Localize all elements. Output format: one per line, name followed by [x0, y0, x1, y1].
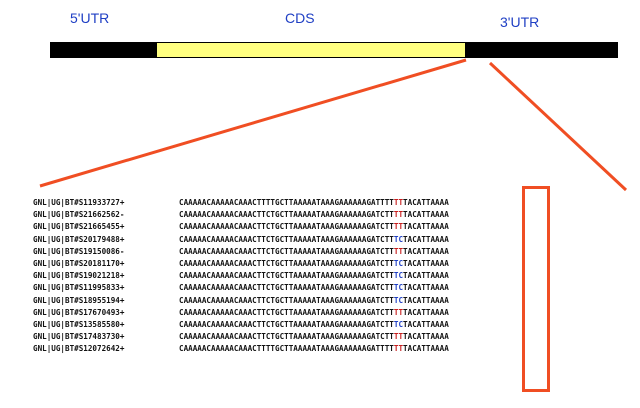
sequence-post: TACATTAAAA	[403, 234, 449, 244]
sequence-id: GNL|UG|BT#S20179488+	[33, 234, 125, 244]
sequence-post: TACATTAAAA	[403, 344, 449, 354]
sequence-pre: CAAAAACAAAAACAAACTTTTGCTTAAAAATAAAGAAAAA…	[179, 344, 394, 354]
polymorphic-site: TC	[393, 295, 404, 305]
alignment-row: GNL|UG|BT#S11933727+ CAAAAACAAAAACAAACTTT…	[33, 197, 633, 209]
sequence-pre: CAAAAACAAAAACAAACTTCTGCTTAAAAATAAAGAAAAA…	[179, 246, 394, 256]
sequence-post: TACATTAAAA	[403, 283, 449, 293]
gene-bar	[50, 42, 618, 58]
sequence-text: CAAAAACAAAAACAAACTTCTGCTTAAAAATAAAGAAAAA…	[179, 319, 449, 331]
sequence-pre: CAAAAACAAAAACAAACTTCTGCTTAAAAATAAAGAAAAA…	[179, 258, 394, 268]
sequence-id: GNL|UG|BT#S17670493+	[33, 307, 125, 317]
sequence-id: GNL|UG|BT#S19021218+	[33, 271, 125, 281]
sequence-pre: CAAAAACAAAAACAAACTTCTGCTTAAAAATAAAGAAAAA…	[179, 234, 394, 244]
alignment-row: GNL|UG|BT#S18955194+ CAAAAACAAAAACAAACTTC…	[33, 295, 633, 307]
zoom-line-left	[39, 58, 467, 188]
sequence-text: CAAAAACAAAAACAAACTTCTGCTTAAAAATAAAGAAAAA…	[179, 246, 449, 258]
polymorphic-site: TT	[393, 210, 404, 220]
alignment-row: GNL|UG|BT#S12072642+ CAAAAACAAAAACAAACTTT…	[33, 343, 633, 355]
polymorphic-site: TC	[393, 234, 404, 244]
label-5utr: 5'UTR	[70, 10, 110, 26]
label-cds: CDS	[285, 10, 315, 26]
sequence-text: CAAAAACAAAAACAAACTTCTGCTTAAAAATAAAGAAAAA…	[179, 307, 449, 319]
polymorphic-site: TT	[393, 246, 404, 256]
sequence-post: TACATTAAAA	[403, 295, 449, 305]
polymorphic-site: TC	[393, 283, 404, 293]
polymorphic-site: TT	[393, 307, 404, 317]
alignment-row: GNL|UG|BT#S21662562- CAAAAACAAAAACAAACTTC…	[33, 209, 633, 221]
polymorphic-site: TC	[393, 258, 404, 268]
sequence-post: TACATTAAAA	[403, 271, 449, 281]
sequence-pre: CAAAAACAAAAACAAACTTTTGCTTAAAAATAAAGAAAAA…	[179, 198, 394, 207]
sequence-id: GNL|UG|BT#S13585580+	[33, 319, 125, 329]
label-3utr: 3'UTR	[500, 14, 540, 30]
polymorphic-site: TT	[393, 332, 404, 342]
polymorphic-site: TT	[393, 344, 404, 354]
sequence-pre: CAAAAACAAAAACAAACTTCTGCTTAAAAATAAAGAAAAA…	[179, 332, 394, 342]
alignment-row: GNL|UG|BT#S20181170+ CAAAAACAAAAACAAACTTC…	[33, 258, 633, 270]
sequence-id: GNL|UG|BT#S11995833+	[33, 283, 125, 293]
sequence-id: GNL|UG|BT#S18955194+	[33, 295, 125, 305]
polymorphic-site: TC	[393, 319, 404, 329]
polymorphic-site: TC	[393, 271, 404, 281]
sequence-text: CAAAAACAAAAACAAACTTCTGCTTAAAAATAAAGAAAAA…	[179, 282, 449, 294]
sequence-text: CAAAAACAAAAACAAACTTCTGCTTAAAAATAAAGAAAAA…	[179, 221, 449, 233]
sequence-text: CAAAAACAAAAACAAACTTTTGCTTAAAAATAAAGAAAAA…	[179, 343, 449, 355]
sequence-pre: CAAAAACAAAAACAAACTTCTGCTTAAAAATAAAGAAAAA…	[179, 295, 394, 305]
segment-cds	[156, 42, 466, 58]
sequence-post: TACATTAAAA	[403, 258, 449, 268]
segment-5utr	[50, 42, 156, 58]
sequence-post: TACATTAAAA	[403, 246, 449, 256]
sequence-post: TACATTAAAA	[403, 319, 449, 329]
alignment-row: GNL|UG|BT#S17483730+ CAAAAACAAAAACAAACTTC…	[33, 331, 633, 343]
sequence-id: GNL|UG|BT#S11933727+	[33, 198, 125, 207]
sequence-pre: CAAAAACAAAAACAAACTTCTGCTTAAAAATAAAGAAAAA…	[179, 210, 394, 220]
sequence-post: TACATTAAAA	[403, 222, 449, 232]
alignment-row: GNL|UG|BT#S19150086- CAAAAACAAAAACAAACTTC…	[33, 246, 633, 258]
alignment-row: GNL|UG|BT#S20179488+ CAAAAACAAAAACAAACTTC…	[33, 234, 633, 246]
sequence-text: CAAAAACAAAAACAAACTTCTGCTTAAAAATAAAGAAAAA…	[179, 234, 449, 246]
sequence-pre: CAAAAACAAAAACAAACTTCTGCTTAAAAATAAAGAAAAA…	[179, 271, 394, 281]
sequence-post: TACATTAAAA	[403, 210, 449, 220]
sequence-text: CAAAAACAAAAACAAACTTCTGCTTAAAAATAAAGAAAAA…	[179, 331, 449, 343]
sequence-post: TACATTAAAA	[403, 198, 449, 207]
polymorphic-site: TT	[393, 222, 404, 232]
sequence-text: CAAAAACAAAAACAAACTTTTGCTTAAAAATAAAGAAAAA…	[179, 197, 449, 209]
sequence-text: CAAAAACAAAAACAAACTTCTGCTTAAAAATAAAGAAAAA…	[179, 209, 449, 221]
sequence-alignment: GNL|UG|BT#S11933727+ CAAAAACAAAAACAAACTTT…	[33, 197, 633, 355]
sequence-id: GNL|UG|BT#S21665455+	[33, 222, 125, 232]
sequence-post: TACATTAAAA	[403, 307, 449, 317]
sequence-post: TACATTAAAA	[403, 332, 449, 342]
sequence-text: CAAAAACAAAAACAAACTTCTGCTTAAAAATAAAGAAAAA…	[179, 295, 449, 307]
polymorphic-site: TT	[393, 198, 404, 207]
sequence-id: GNL|UG|BT#S21662562-	[33, 210, 125, 220]
sequence-text: CAAAAACAAAAACAAACTTCTGCTTAAAAATAAAGAAAAA…	[179, 270, 449, 282]
sequence-id: GNL|UG|BT#S19150086-	[33, 246, 125, 256]
sequence-text: CAAAAACAAAAACAAACTTCTGCTTAAAAATAAAGAAAAA…	[179, 258, 449, 270]
segment-3utr	[466, 42, 618, 58]
sequence-id: GNL|UG|BT#S17483730+	[33, 332, 125, 342]
sequence-pre: CAAAAACAAAAACAAACTTCTGCTTAAAAATAAAGAAAAA…	[179, 283, 394, 293]
alignment-row: GNL|UG|BT#S19021218+ CAAAAACAAAAACAAACTTC…	[33, 270, 633, 282]
zoom-line-right	[488, 61, 628, 192]
sequence-pre: CAAAAACAAAAACAAACTTCTGCTTAAAAATAAAGAAAAA…	[179, 222, 394, 232]
alignment-row: GNL|UG|BT#S21665455+ CAAAAACAAAAACAAACTTC…	[33, 221, 633, 233]
alignment-row: GNL|UG|BT#S17670493+ CAAAAACAAAAACAAACTTC…	[33, 307, 633, 319]
sequence-id: GNL|UG|BT#S12072642+	[33, 344, 125, 354]
alignment-row: GNL|UG|BT#S13585580+ CAAAAACAAAAACAAACTTC…	[33, 319, 633, 331]
sequence-pre: CAAAAACAAAAACAAACTTCTGCTTAAAAATAAAGAAAAA…	[179, 319, 394, 329]
alignment-row: GNL|UG|BT#S11995833+ CAAAAACAAAAACAAACTTC…	[33, 282, 633, 294]
sequence-pre: CAAAAACAAAAACAAACTTCTGCTTAAAAATAAAGAAAAA…	[179, 307, 394, 317]
polymorphic-site-box	[522, 186, 550, 392]
sequence-id: GNL|UG|BT#S20181170+	[33, 258, 125, 268]
